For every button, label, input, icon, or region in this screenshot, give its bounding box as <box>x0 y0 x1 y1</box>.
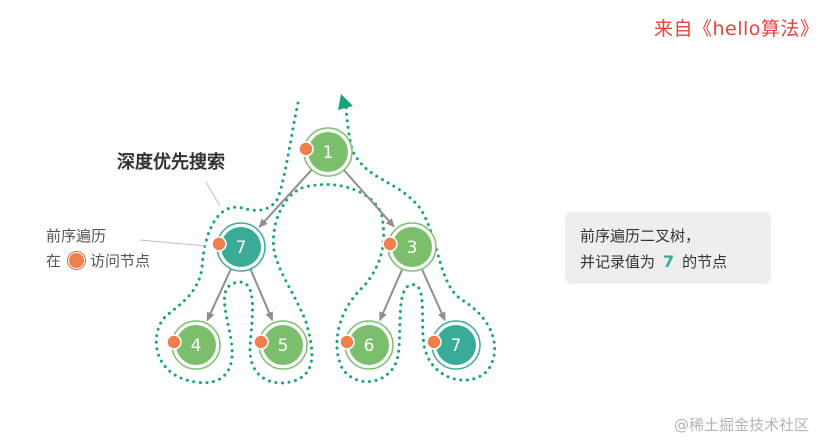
note-leader-line <box>139 239 207 247</box>
node-circle <box>436 325 476 365</box>
tree-node-n7: 7 <box>426 320 481 370</box>
tree-node-n4: 4 <box>166 320 221 370</box>
callout-highlight-value: 7 <box>663 252 675 271</box>
visit-note: 前序遍历 在 访问节点 <box>46 224 150 274</box>
dfs-label-leader-line <box>205 181 221 207</box>
node-circle <box>349 325 389 365</box>
tree-node-n2: 7 <box>211 222 266 272</box>
callout-prefix: 并记录值为 <box>580 253 656 271</box>
dfs-end-arrow-icon <box>338 94 353 110</box>
node-value-label: 3 <box>407 238 418 258</box>
source-label: 来自《hello算法》 <box>654 18 820 40</box>
tree-node-n1: 1 <box>298 127 353 177</box>
node-circle <box>392 227 432 267</box>
node-circle <box>221 227 261 267</box>
visit-dot-icon <box>68 252 86 269</box>
node-value-label: 5 <box>278 336 289 356</box>
tree-edge-n2-n4 <box>206 268 232 322</box>
visit-marker-icon <box>298 141 314 157</box>
tree-edge-n2-n5 <box>249 268 274 322</box>
callout-line2: 并记录值为 7 的节点 <box>580 249 756 275</box>
dfs-traversal-path <box>154 100 497 385</box>
tree-node-n6: 6 <box>339 320 394 370</box>
callout-line1: 前序遍历二叉树， <box>580 227 701 245</box>
visit-note-suffix: 访问节点 <box>90 252 151 270</box>
node-value-label: 7 <box>451 336 462 356</box>
visit-marker-icon <box>339 334 355 350</box>
visit-note-line1: 前序遍历 <box>46 227 107 245</box>
visit-marker-icon <box>166 334 182 350</box>
visit-marker-icon <box>382 236 398 252</box>
tree-node-n5: 5 <box>253 320 308 370</box>
visit-note-line2: 在 访问节点 <box>46 249 150 274</box>
node-circle <box>308 132 348 172</box>
tree-edge-n1-n2 <box>258 169 313 228</box>
node-value-label: 6 <box>364 336 375 356</box>
node-value-label: 1 <box>323 143 334 163</box>
tree-node-n3: 3 <box>382 222 437 272</box>
callout-suffix: 的节点 <box>682 253 728 271</box>
visit-marker-icon <box>253 334 269 350</box>
visit-note-prefix: 在 <box>46 252 62 270</box>
tree-edge-n3-n7 <box>420 268 446 322</box>
visit-marker-icon <box>426 334 442 350</box>
visit-marker-icon <box>211 236 227 252</box>
task-callout: 前序遍历二叉树， 并记录值为 7 的节点 <box>566 212 770 282</box>
node-circle <box>176 325 216 365</box>
node-circle <box>263 325 303 365</box>
tree-edge-n3-n6 <box>378 268 404 322</box>
traversal-label: 深度优先搜索 <box>117 152 225 173</box>
tree-edge-n1-n3 <box>343 169 395 228</box>
node-value-label: 4 <box>191 336 202 356</box>
watermark: @稀土掘金技术社区 <box>674 416 810 434</box>
node-value-label: 7 <box>236 238 247 258</box>
